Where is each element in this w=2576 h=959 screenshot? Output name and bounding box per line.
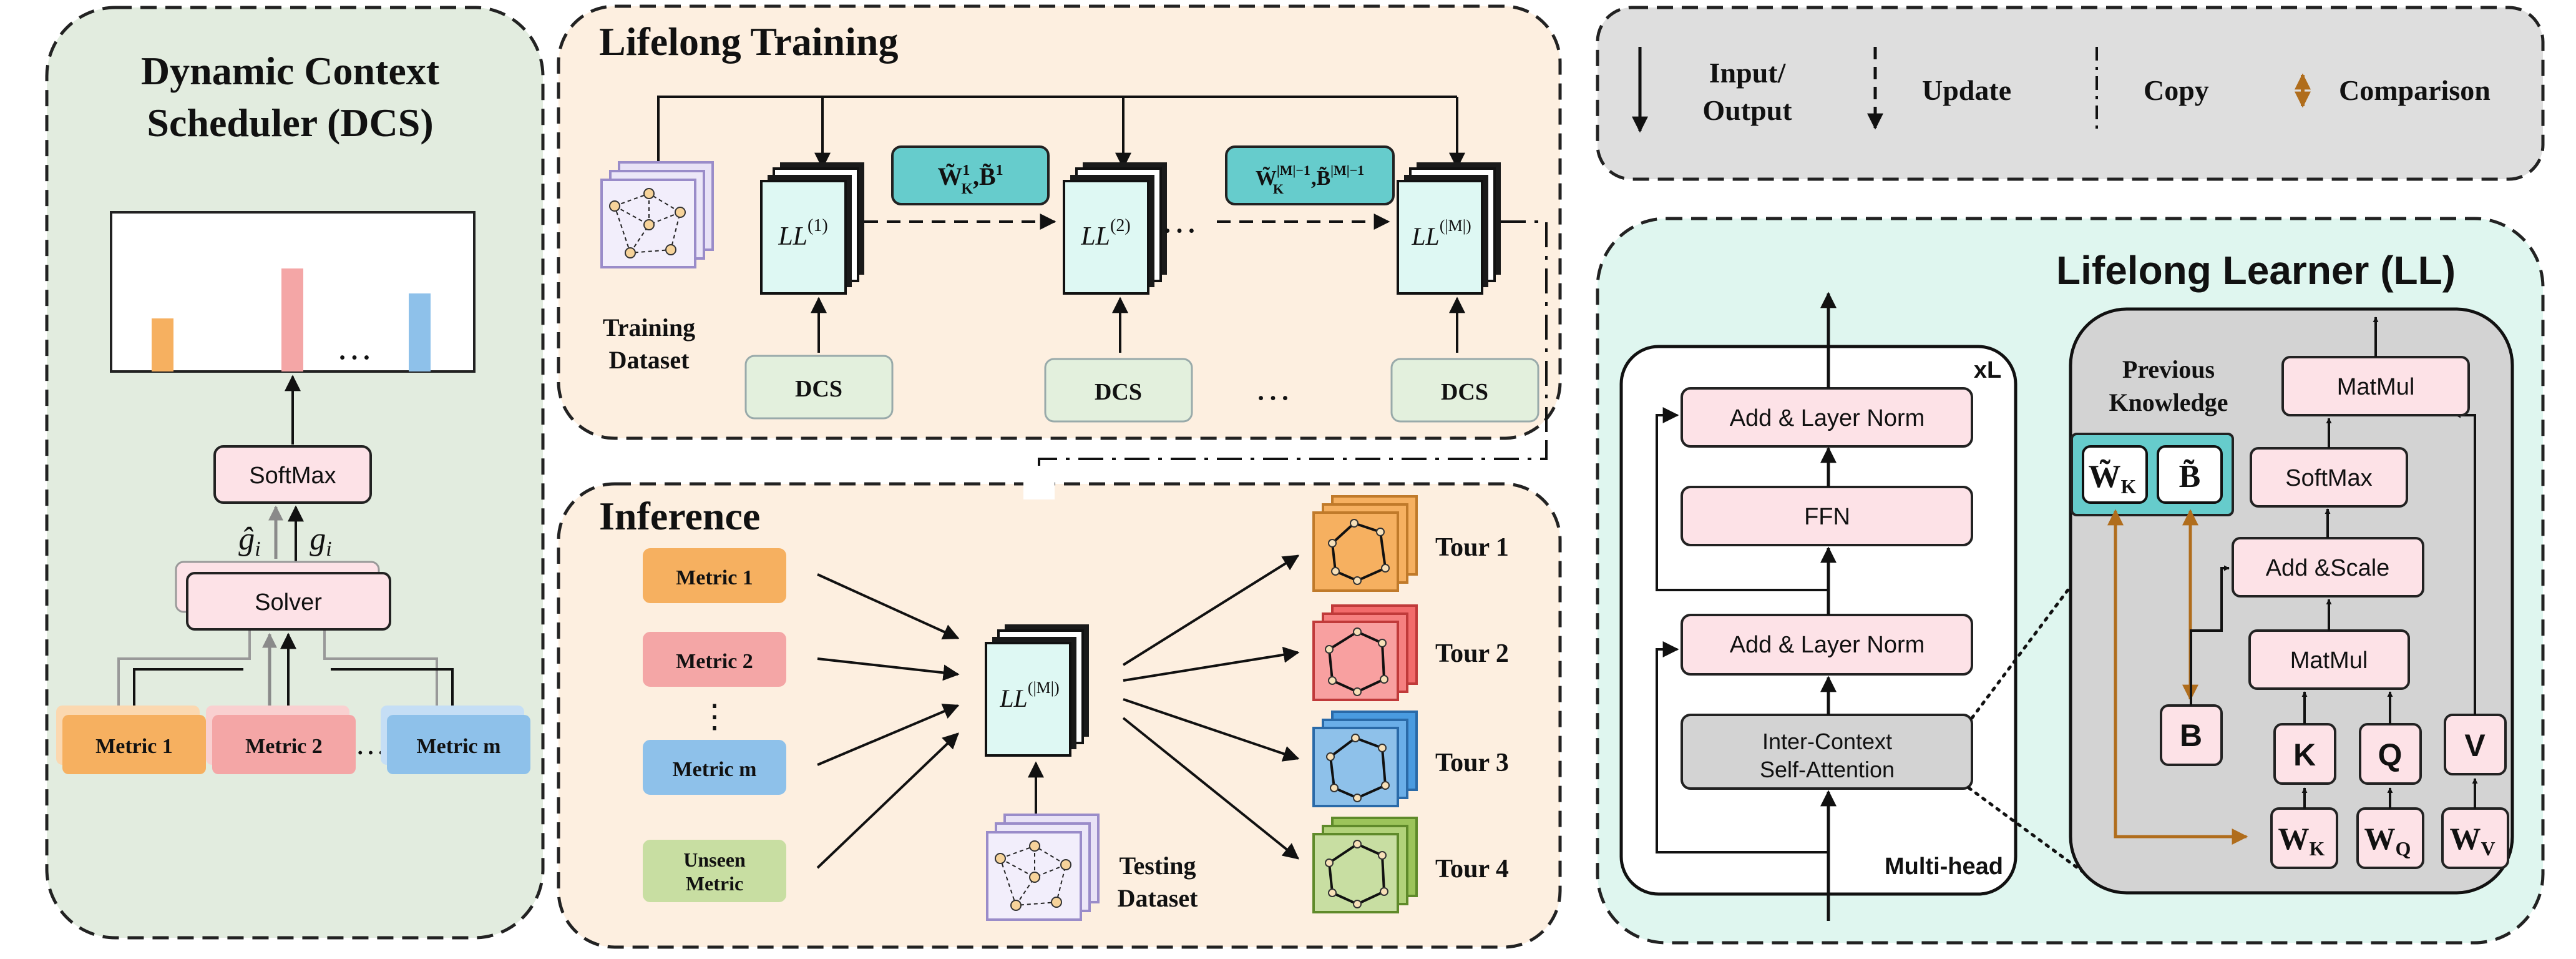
training-dataset-line1: Training	[603, 313, 695, 342]
g-hat-label: ĝi	[238, 521, 260, 561]
tour-1-label: Tour 1	[1435, 533, 1509, 562]
dcs-bar-ellipsis: …	[336, 327, 373, 367]
inference-title: Inference	[599, 494, 760, 538]
inference-metric-1	[643, 548, 786, 603]
testing-dataset-line1: Testing	[1119, 852, 1196, 880]
prev-wk-label: W̃K	[2089, 459, 2137, 498]
wk-label: WK	[2278, 821, 2325, 860]
attention-line2: Self-Attention	[1760, 757, 1895, 782]
legend-update: Update	[1922, 74, 2011, 106]
training-dataset-icon	[600, 161, 714, 268]
add-scale-label: Add &Scale	[2266, 555, 2390, 581]
tour-4-label: Tour 4	[1435, 855, 1509, 883]
training-panel: Lifelong Training Training Dataset	[557, 4, 1562, 440]
inference-metric-1-label: Metric 1	[676, 566, 753, 589]
dcs-bar-3	[409, 293, 431, 371]
previous-knowledge-line2: Knowledge	[2109, 388, 2228, 416]
dcs-softmax-label: SoftMax	[249, 463, 336, 489]
update-box-2	[1225, 145, 1395, 205]
inference-ll-stack: LL(|M|)	[985, 624, 1089, 757]
dcs-metric-1-label: Metric 1	[95, 735, 173, 758]
tour-4-icon	[1312, 817, 1418, 913]
training-dcs-2	[1044, 358, 1193, 423]
v-label: V	[2464, 728, 2486, 763]
testing-dataset-icon	[986, 814, 1100, 921]
dcs-metric-2-label: Metric 2	[245, 735, 323, 758]
tour-2-icon	[1312, 604, 1418, 701]
ll-2-label: LL(2)	[1080, 216, 1130, 251]
prev-wk-box	[2082, 445, 2148, 504]
prev-b-label: B̃	[2179, 459, 2201, 494]
dcs-title-line2: Scheduler (DCS)	[147, 101, 433, 145]
prev-b-box	[2157, 445, 2223, 504]
training-dcs-1-label: DCS	[795, 376, 842, 402]
matmul-label-lower: MatMul	[2290, 647, 2368, 674]
unseen-line2: Metric	[686, 872, 743, 895]
dcs-metric-m-label: Metric m	[417, 735, 501, 758]
solver-label: Solver	[255, 589, 322, 616]
legend-comparison: Comparison	[2339, 74, 2491, 106]
inference-metric-m-label: Metric m	[673, 758, 757, 781]
learner-panel: Lifelong Learner (LL) xL Multi-head Inte…	[1596, 217, 2545, 945]
detail-softmax-label: SoftMax	[2285, 465, 2372, 491]
training-dcs-3	[1390, 358, 1539, 423]
dcs-metric-2	[212, 715, 356, 774]
legend-copy: Copy	[2144, 74, 2209, 106]
dcs-metric-m	[387, 715, 530, 774]
training-dots-1: …	[1161, 200, 1198, 240]
attention-line1: Inter-Context	[1762, 729, 1892, 754]
legend-input-output-line2: Output	[1702, 94, 1792, 126]
wq-label: WQ	[2364, 821, 2411, 860]
ll-m-label: LL(|M|)	[1411, 217, 1471, 250]
add-norm-label-1: Add & Layer Norm	[1730, 632, 1925, 658]
tour-1-icon	[1312, 495, 1418, 592]
inference-metric-m	[643, 740, 786, 795]
inference-unseen-metric	[643, 840, 786, 902]
training-title: Lifelong Training	[599, 19, 899, 64]
training-dataset-line2: Dataset	[609, 346, 690, 374]
testing-dataset-line2: Dataset	[1118, 884, 1199, 912]
q-label: Q	[2378, 737, 2403, 772]
dcs-bar-2	[281, 268, 303, 371]
dcs-title-line1: Dynamic Context	[141, 49, 440, 93]
g-label: gi	[310, 521, 331, 561]
multihead-label: Multi-head	[1885, 853, 2003, 880]
learner-title: Lifelong Learner (LL)	[2056, 248, 2456, 293]
matmul-label-upper: MatMul	[2337, 374, 2415, 400]
solver-box	[186, 572, 391, 631]
legend-panel: Input/ Output Update Copy Comparison	[1596, 6, 2545, 181]
inference-ll-label: LL(|M|)	[999, 679, 1059, 712]
wv-label: WV	[2449, 821, 2495, 860]
training-dots-2: …	[1255, 367, 1291, 408]
tour-3-label: Tour 3	[1435, 749, 1509, 777]
inference-metric-2-label: Metric 2	[676, 650, 753, 673]
inference-metric-ellipsis: ⋮	[698, 699, 731, 735]
previous-knowledge-line1: Previous	[2122, 355, 2215, 383]
training-dcs-3-label: DCS	[1441, 379, 1488, 405]
repeat-label: xL	[1974, 357, 2001, 383]
ffn-label: FFN	[1804, 504, 1850, 530]
update-box-1	[891, 145, 1050, 205]
training-dcs-1	[744, 355, 894, 420]
tour-3-icon	[1312, 711, 1418, 807]
k-label: K	[2293, 737, 2316, 772]
dcs-metric-1	[62, 715, 206, 774]
ll-m-stack: LL(|M|)	[1397, 162, 1501, 295]
training-dcs-2-label: DCS	[1095, 379, 1142, 405]
ll-1-label: LL(1)	[778, 216, 827, 251]
b-label: B	[2180, 718, 2202, 753]
dcs-panel: Dynamic Context Scheduler (DCS) … SoftMa…	[45, 6, 545, 940]
ll-2-stack: LL(2)	[1063, 162, 1167, 295]
dcs-softmax-box	[213, 445, 372, 504]
ll-1-stack: LL(1)	[760, 162, 864, 295]
add-norm-label-2: Add & Layer Norm	[1730, 405, 1925, 431]
unseen-line1: Unseen	[683, 848, 746, 871]
tour-2-label: Tour 2	[1435, 639, 1509, 668]
inference-panel: Inference Metric 1 Metric 2 ⋮ Metric m U…	[557, 475, 1562, 949]
legend-input-output-line1: Input/	[1709, 57, 1787, 89]
dcs-bar-1	[152, 318, 173, 371]
inference-metric-2	[643, 632, 786, 687]
